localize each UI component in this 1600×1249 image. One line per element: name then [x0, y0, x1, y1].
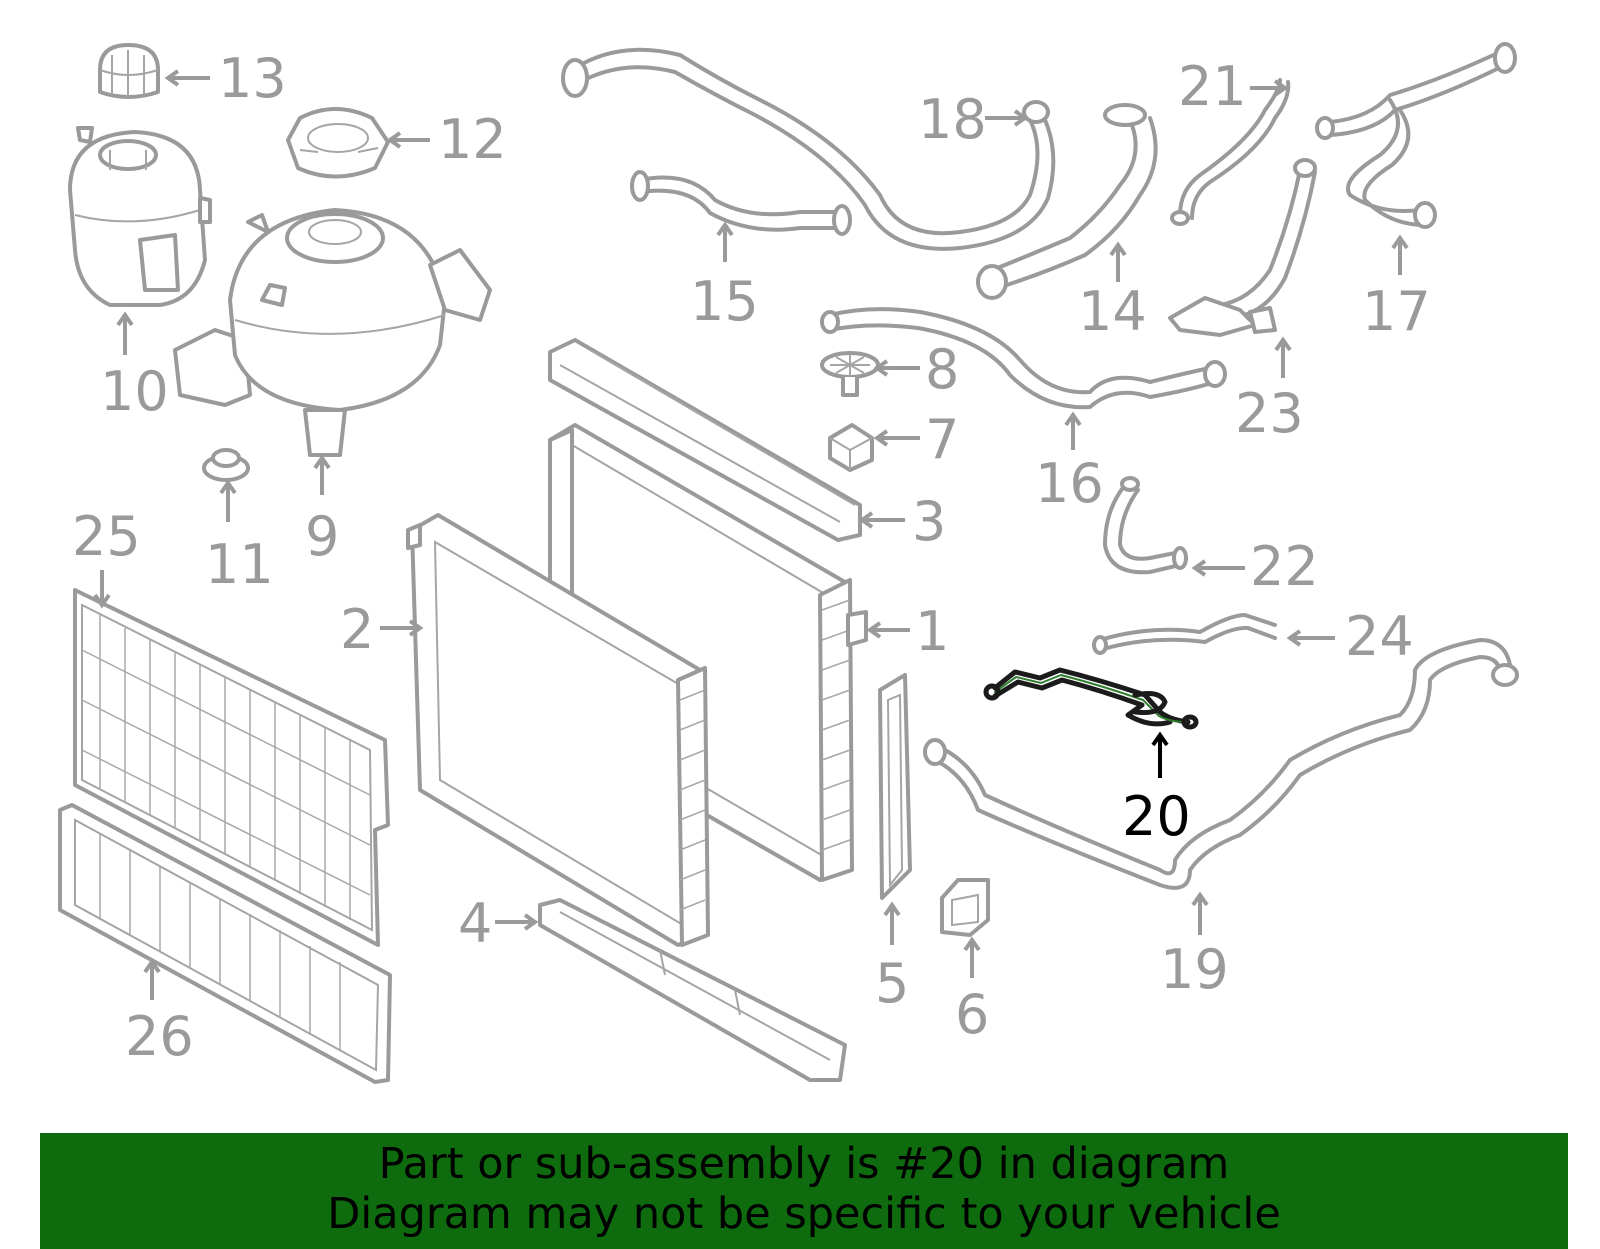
callout-23: 23: [1235, 382, 1304, 445]
part-15-hose[interactable]: [630, 170, 852, 236]
part-22-hose[interactable]: [1103, 476, 1188, 575]
part-12-cap[interactable]: [286, 107, 390, 179]
callout-6: 6: [955, 983, 989, 1046]
part-26-air-shutter[interactable]: [58, 803, 392, 1084]
part-8-clip[interactable]: [820, 351, 880, 397]
part-17-hose[interactable]: [1315, 42, 1517, 229]
callout-19: 19: [1160, 938, 1229, 1001]
callout-24: 24: [1345, 605, 1414, 668]
callout-11: 11: [205, 533, 274, 596]
callout-8: 8: [925, 338, 959, 401]
callout-2: 2: [340, 598, 374, 661]
callout-labels: 13 12 10 9 11 8 7 3 1 2 4 5 6 25 26 15 1…: [72, 47, 1431, 1068]
part-16-hose[interactable]: [820, 307, 1227, 410]
callout-12: 12: [438, 108, 507, 171]
part-2-condenser[interactable]: [406, 513, 710, 947]
callout-14: 14: [1078, 280, 1147, 343]
part-11-grommet[interactable]: [202, 448, 250, 482]
callout-18: 18: [918, 88, 987, 151]
leader-lines: [93, 69, 1409, 1000]
part-19-hose[interactable]: [923, 638, 1519, 890]
callout-20-highlighted: 20: [1122, 785, 1191, 848]
part-7-clip[interactable]: [828, 423, 874, 472]
banner-line-part-number: Part or sub-assembly is #20 in diagram: [378, 1139, 1230, 1189]
part-24-pipe[interactable]: [1092, 613, 1277, 655]
callout-3: 3: [912, 490, 946, 553]
part-25-air-shutter[interactable]: [73, 588, 390, 947]
part-4-air-guide[interactable]: [538, 898, 847, 1082]
part-14-hose[interactable]: [976, 103, 1158, 300]
part-6-bracket[interactable]: [940, 878, 990, 937]
callout-16: 16: [1035, 452, 1104, 515]
part-top-hose[interactable]: [561, 47, 1056, 251]
callout-9: 9: [305, 505, 339, 568]
banner-line-disclaimer: Diagram may not be specific to your vehi…: [327, 1189, 1281, 1239]
callout-7: 7: [925, 408, 959, 471]
callout-13: 13: [218, 47, 287, 110]
callout-22: 22: [1250, 535, 1319, 598]
part-9-expansion-tank[interactable]: [173, 208, 492, 457]
callout-15: 15: [690, 270, 759, 333]
callout-21: 21: [1178, 55, 1247, 118]
callout-1: 1: [915, 600, 949, 663]
part-3-radiator-support[interactable]: [548, 338, 862, 542]
callout-4: 4: [458, 892, 492, 955]
callout-5: 5: [875, 952, 909, 1015]
part-5-air-deflector[interactable]: [878, 673, 912, 900]
part-13-cap[interactable]: [98, 43, 160, 99]
callout-25: 25: [72, 505, 141, 568]
part-23-thermostat-housing[interactable]: [1168, 158, 1317, 337]
part-10-expansion-tank[interactable]: [68, 126, 212, 307]
callout-26: 26: [125, 1005, 194, 1068]
info-banner: Part or sub-assembly is #20 in diagram D…: [40, 1133, 1568, 1249]
callout-17: 17: [1362, 280, 1431, 343]
part-20-coolant-pipe-highlighted[interactable]: [983, 667, 1199, 730]
callout-10: 10: [100, 360, 169, 423]
